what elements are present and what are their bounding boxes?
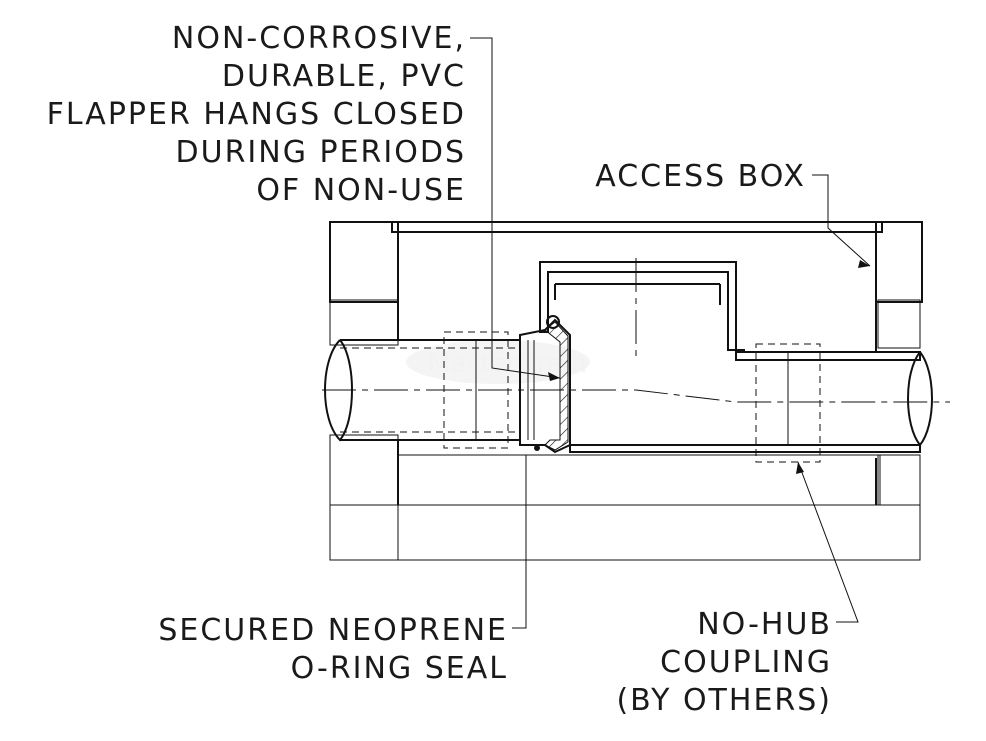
backwater-valve-body: [519, 315, 571, 454]
flapper-label-line-1: NON-CORROSIVE,: [172, 21, 466, 56]
seal-label-line-1: SECURED NEOPRENE: [158, 613, 508, 648]
access-box-label: ACCESS BOX: [595, 159, 806, 194]
seal-label-line-2: O-RING SEAL: [291, 651, 508, 686]
flapper-label-line-5: OF NON-USE: [256, 173, 466, 208]
o-ring-dot: [534, 445, 540, 451]
outlet-pipe: [569, 343, 933, 463]
flow-centerline: [322, 389, 950, 403]
flapper-label-line-4: DURING PERIODS: [176, 135, 466, 170]
access-box-lid: [391, 221, 883, 233]
flapper-label-line-2: DURABLE, PVC: [222, 59, 466, 94]
cleanout-riser: [539, 258, 737, 360]
coupling-label-line-3: (BY OTHERS): [616, 683, 832, 718]
coupling-label-line-2: COUPLING: [660, 645, 832, 680]
seal-callout: SECURED NEOPRENE O-RING SEAL: [158, 613, 508, 686]
coupling-callout: NO-HUB COUPLING (BY OTHERS): [616, 607, 832, 718]
inlet-pipe: [324, 331, 520, 449]
leader-lines: [470, 37, 871, 629]
flapper-label-line-3: FLAPPER HANGS CLOSED: [47, 97, 466, 132]
flapper-callout: NON-CORROSIVE, DURABLE, PVC FLAPPER HANG…: [47, 21, 466, 208]
watermark-ellipse: [406, 340, 590, 384]
coupling-label-line-1: NO-HUB: [697, 607, 832, 642]
access-box: [391, 221, 883, 505]
